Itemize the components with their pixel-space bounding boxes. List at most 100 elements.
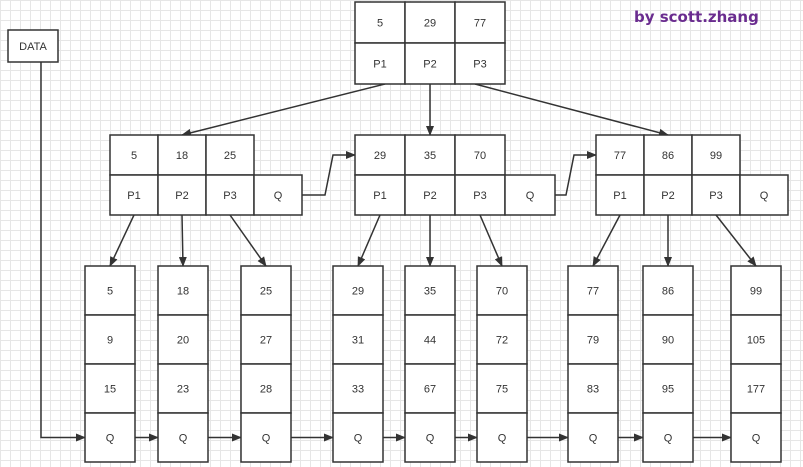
leaf-6-key-79: 79 [567,314,619,365]
leaf-5-key-72-box [476,314,528,365]
internal-0-key-25-label: 25 [224,150,236,162]
internal-1-pointer-p3-label: P3 [473,190,486,202]
internal-0-pointer-p3-box [205,174,255,216]
internal-0-pointer-q-label: Q [274,190,283,202]
leaf-0-key-9: 9 [84,314,136,365]
root-pointer-p3: P3 [454,42,506,85]
internal-0-child-edge-3 [229,214,267,267]
leaf-6-key-83: 83 [567,363,619,414]
internal-2-child-edge-1 [592,214,621,267]
leaf-3-key-29-label: 29 [352,286,364,298]
internal-2-pointer-p3: P3 [691,174,741,216]
internal-0-key-25-box [205,134,255,176]
leaf-6-key-77-label: 77 [587,286,599,298]
internal-0-pointer-p3: P3 [205,174,255,216]
leaf-5-next-pointer-label: Q [498,433,507,445]
leaf-4-key-67: 67 [404,363,456,414]
leaf-2-key-28-box [240,363,292,414]
leaf-4-key-44-box [404,314,456,365]
internal-1-key-35-label: 35 [424,150,436,162]
leaf-6-key-79-label: 79 [587,335,599,347]
root-key-5: 5 [354,1,406,44]
leaf-7-key-90-box [642,314,694,365]
leaf-8-key-177-label: 177 [747,384,765,396]
internal-1-pointer-p1-box [354,174,406,216]
leaf-3-key-33-box [332,363,384,414]
data-pointer-box: DATA [7,29,59,63]
internal-0-key-5: 5 [109,134,159,176]
leaf-1-key-18: 18 [157,265,209,316]
tree-edges [40,62,757,442]
internal-2-pointer-q-label: Q [760,190,769,202]
leaf-1-key-23-box [157,363,209,414]
leaf-2-next-pointer-label: Q [262,433,271,445]
internal-2-pointer-p1-label: P1 [613,190,626,202]
leaf-2-key-27-label: 27 [260,335,272,347]
leaf-2-key-25: 25 [240,265,292,316]
leaf-7-key-86: 86 [642,265,694,316]
internal-2-pointer-p1-box [595,174,645,216]
internal-2-pointer-p3-label: P3 [709,190,722,202]
root-key-77-box [454,1,506,44]
internal-2-pointer-p2-label: P2 [661,190,674,202]
root-edge-3 [474,83,669,137]
internal-0-pointer-p1-label: P1 [127,190,140,202]
internal-0-pointer-p1: P1 [109,174,159,216]
leaf-3-next-pointer-label: Q [354,433,363,445]
leaf-3-key-33-label: 33 [352,384,364,396]
leaf-3-key-31-label: 31 [352,335,364,347]
root-key-29-label: 29 [424,18,436,30]
root-key-29-box [404,1,456,44]
internal-0-pointer-p1-box [109,174,159,216]
leaf-4-key-44: 44 [404,314,456,365]
internal-2-key-77-box [595,134,645,176]
internal-0-pointer-p2-box [157,174,207,216]
leaf-8-next-pointer-label: Q [752,433,761,445]
internal-0-pointer-q: Q [253,174,303,216]
internal-0-child-edge-1 [109,214,135,267]
leaf-8-key-105: 105 [730,314,782,365]
leaf-8-next-pointer-box [730,412,782,463]
leaf-5-key-70-box [476,265,528,316]
leaf-3-key-33: 33 [332,363,384,414]
root-key-5-label: 5 [377,18,383,30]
leaf-0-key-5: 5 [84,265,136,316]
root-pointer-p1-box [354,42,406,85]
internal-1-pointer-p1-label: P1 [373,190,386,202]
internal-0-key-25: 25 [205,134,255,176]
leaf-0-key-9-box [84,314,136,365]
leaf-1-key-20-box [157,314,209,365]
root-key-5-box [354,1,406,44]
root-pointer-p3-label: P3 [473,59,486,71]
internal-1-key-70-label: 70 [474,150,486,162]
leaf-1-next-pointer-label: Q [179,433,188,445]
internal-0-pointer-p3-label: P3 [223,190,236,202]
internal-2-pointer-q-box [739,174,789,216]
leaf-1-key-18-label: 18 [177,286,189,298]
internal-1-pointer-p2-label: P2 [423,190,436,202]
leaf-4-key-35: 35 [404,265,456,316]
root-pointer-p2-label: P2 [423,59,436,71]
leaf-7-key-95-box [642,363,694,414]
leaf-5-key-75-label: 75 [496,384,508,396]
leaf-7-key-95-label: 95 [662,384,674,396]
leaf-1-next-pointer: Q [157,412,209,463]
internal-2-key-99-label: 99 [710,150,722,162]
leaf-7-key-95: 95 [642,363,694,414]
leaf-8-key-105-label: 105 [747,335,765,347]
leaf-0-key-5-label: 5 [107,286,113,298]
data-pointer-edge [40,62,86,442]
leaf-2-key-25-label: 25 [260,286,272,298]
leaf-3-key-29: 29 [332,265,384,316]
internal-2-key-77: 77 [595,134,645,176]
data-pointer-box-box [7,29,59,63]
root-pointer-p2-box [404,42,456,85]
internal-link-2 [555,151,597,196]
leaf-1-key-20: 20 [157,314,209,365]
internal-1-key-70-box [454,134,506,176]
leaf-0-next-pointer-label: Q [106,433,115,445]
leaf-6-key-83-label: 83 [587,384,599,396]
internal-0-key-18-label: 18 [176,150,188,162]
internal-1-pointer-p3: P3 [454,174,506,216]
